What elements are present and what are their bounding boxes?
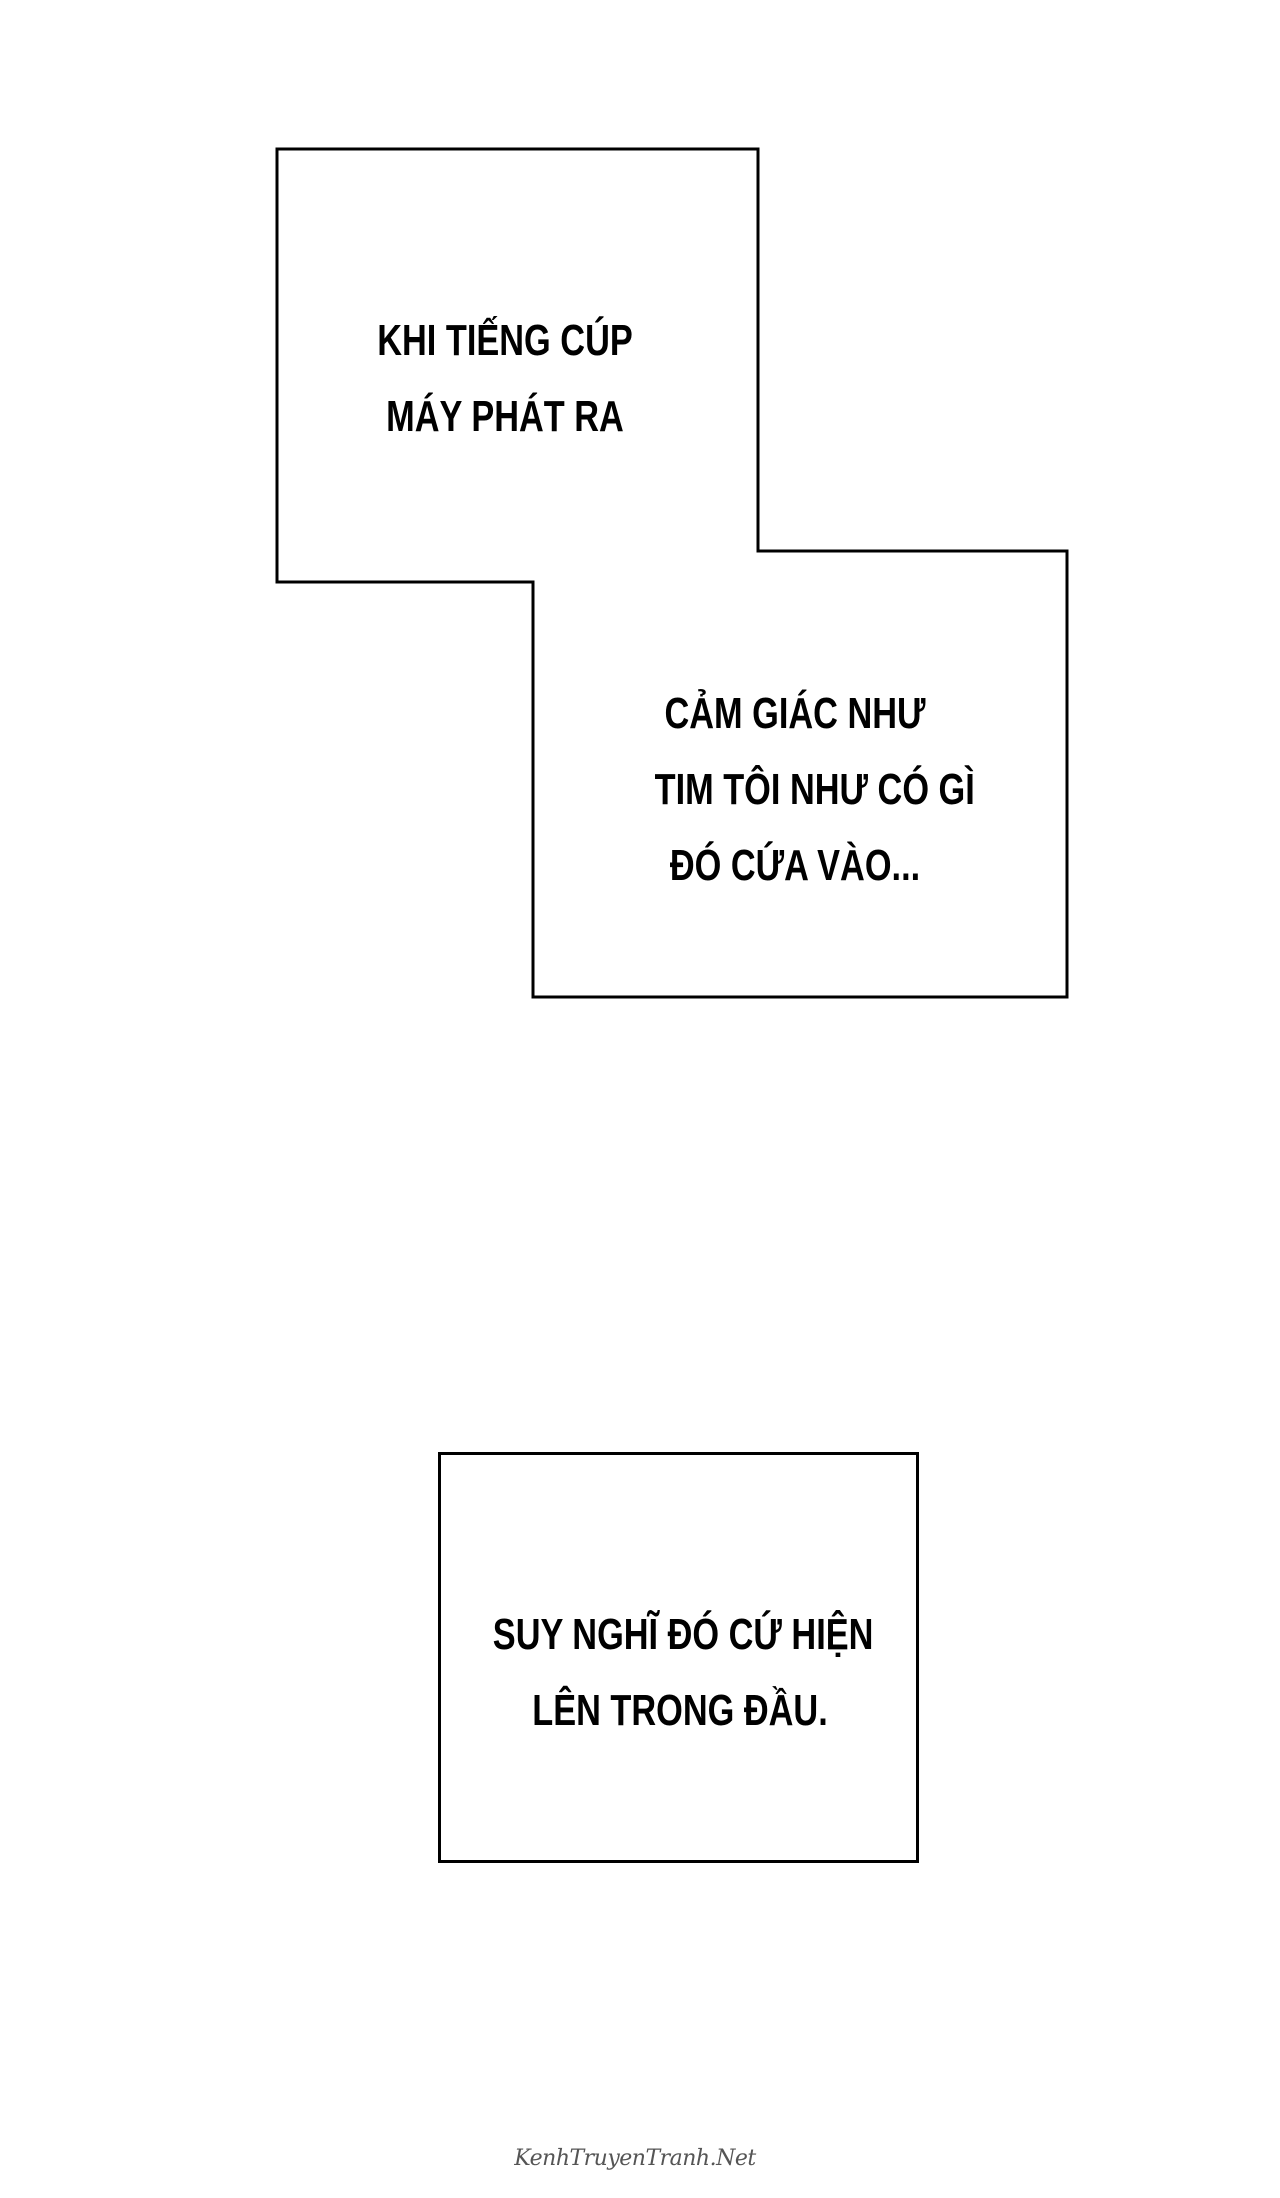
site-watermark: KenhTruyenTranh.Net: [514, 2146, 756, 2171]
caption-box-third: [438, 1452, 919, 1863]
caption-box-stepped: [275, 147, 1069, 999]
narration-text-first: KHI TIẾNG CÚP MÁY PHÁT RA: [369, 303, 642, 455]
narration-text-second: CẢM GIÁC NHƯ TIM TÔI NHƯ CÓ GÌ ĐÓ CỨA VÀ…: [654, 676, 975, 904]
narration-line: TIM TÔI NHƯ CÓ GÌ: [654, 765, 975, 814]
narration-line: LÊN TRONG ĐẦU.: [532, 1686, 828, 1735]
narration-line: SUY NGHĨ ĐÓ CỨ HIỆN: [492, 1610, 874, 1659]
narration-line: KHI TIẾNG CÚP: [377, 316, 633, 365]
narration-line: CẢM GIÁC NHƯ: [664, 689, 926, 738]
narration-line: ĐÓ CỨA VÀO...: [669, 841, 921, 890]
narration-text-third: SUY NGHĨ ĐÓ CỨ HIỆN LÊN TRONG ĐẦU.: [492, 1597, 874, 1749]
narration-line: MÁY PHÁT RA: [386, 392, 624, 441]
